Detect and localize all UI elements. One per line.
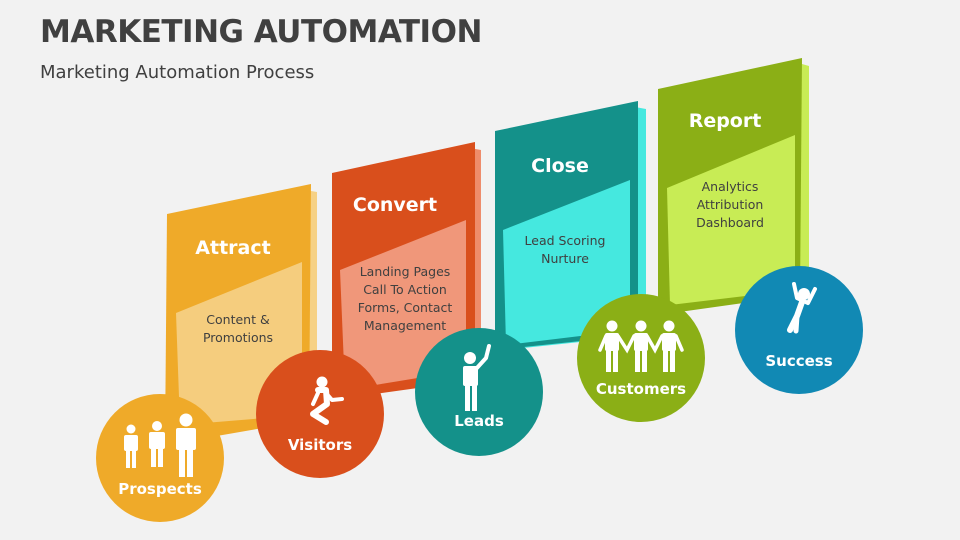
stage-report-panel (667, 135, 795, 305)
stage-convert-item: Management (364, 318, 446, 333)
celebrating-person-icon (787, 282, 817, 334)
person-raising-hand-icon (463, 344, 491, 411)
stage-convert-item: Forms, Contact (358, 300, 453, 315)
stage-attract-title: Attract (195, 237, 270, 259)
running-person-icon (310, 376, 344, 425)
circle-customers-bg (577, 294, 705, 422)
stage-report-item: Attribution (697, 197, 764, 212)
stage-close-item: Lead Scoring (525, 233, 606, 248)
stage-report-title: Report (689, 110, 762, 132)
stage-close-title: Close (531, 155, 589, 177)
page-subtitle: Marketing Automation Process (40, 62, 315, 83)
stage-close-item: Nurture (541, 251, 589, 266)
circle-visitors-bg (256, 350, 384, 478)
circle-prospects-label: Prospects (118, 480, 202, 498)
stage-report: Report Analytics Attribution Dashboard (658, 58, 809, 315)
stage-convert: Convert Landing Pages Call To Action For… (332, 142, 481, 400)
page-title: MARKETING AUTOMATION (40, 14, 482, 50)
people-holding-hands-icon (598, 320, 684, 372)
circle-visitors-label: Visitors (288, 436, 352, 454)
stage-report-item: Dashboard (696, 215, 764, 230)
group-of-people-icon (124, 413, 196, 477)
stage-attract-item: Promotions (203, 330, 273, 345)
circle-customers-label: Customers (596, 380, 686, 398)
circle-success-label: Success (765, 352, 832, 370)
circle-visitors: Visitors (256, 350, 384, 478)
circle-leads-label: Leads (454, 412, 504, 430)
stage-attract-item: Content & (206, 312, 270, 327)
circle-success-bg (735, 266, 863, 394)
circle-leads-bg (415, 328, 543, 456)
circle-leads: Leads (415, 328, 543, 456)
stage-close-panel (503, 180, 630, 345)
circle-customers: Customers (577, 294, 705, 422)
circle-success: Success (735, 266, 863, 394)
stage-close: Close Lead Scoring Nurture (495, 101, 646, 350)
stage-convert-item: Call To Action (363, 282, 447, 297)
stage-convert-item: Landing Pages (360, 264, 451, 279)
stage-report-item: Analytics (702, 179, 759, 194)
stage-convert-title: Convert (353, 194, 437, 216)
circle-prospects: Prospects (96, 394, 224, 522)
